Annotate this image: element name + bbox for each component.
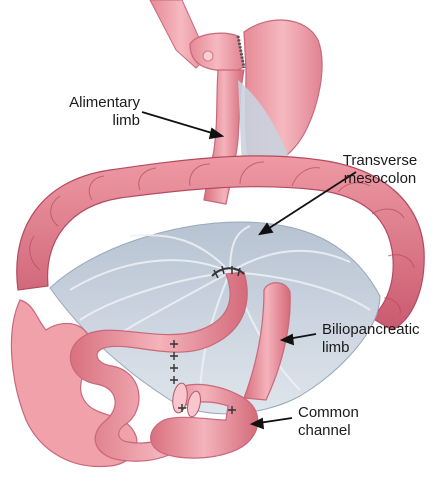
label-biliopancreatic-line-2: limb	[322, 339, 440, 357]
label-common-line-2: channel	[298, 422, 388, 440]
label-alimentary-line-1: Alimentary	[30, 94, 140, 112]
pouch-marker	[203, 51, 213, 61]
label-common-channel: Common channel	[298, 404, 388, 440]
label-transverse-line-1: Transverse	[330, 152, 430, 170]
label-transverse-mesocolon: Transverse mesocolon	[330, 152, 430, 188]
label-biliopancreatic-line-1: Biliopancreatic	[322, 321, 440, 339]
label-alimentary-limb: Alimentary limb	[30, 94, 140, 130]
label-common-line-1: Common	[298, 404, 388, 422]
arrow-alimentary	[142, 112, 222, 136]
label-biliopancreatic-limb: Biliopancreatic limb	[322, 321, 440, 357]
label-transverse-line-2: mesocolon	[330, 170, 430, 188]
label-alimentary-line-2: limb	[30, 112, 140, 130]
